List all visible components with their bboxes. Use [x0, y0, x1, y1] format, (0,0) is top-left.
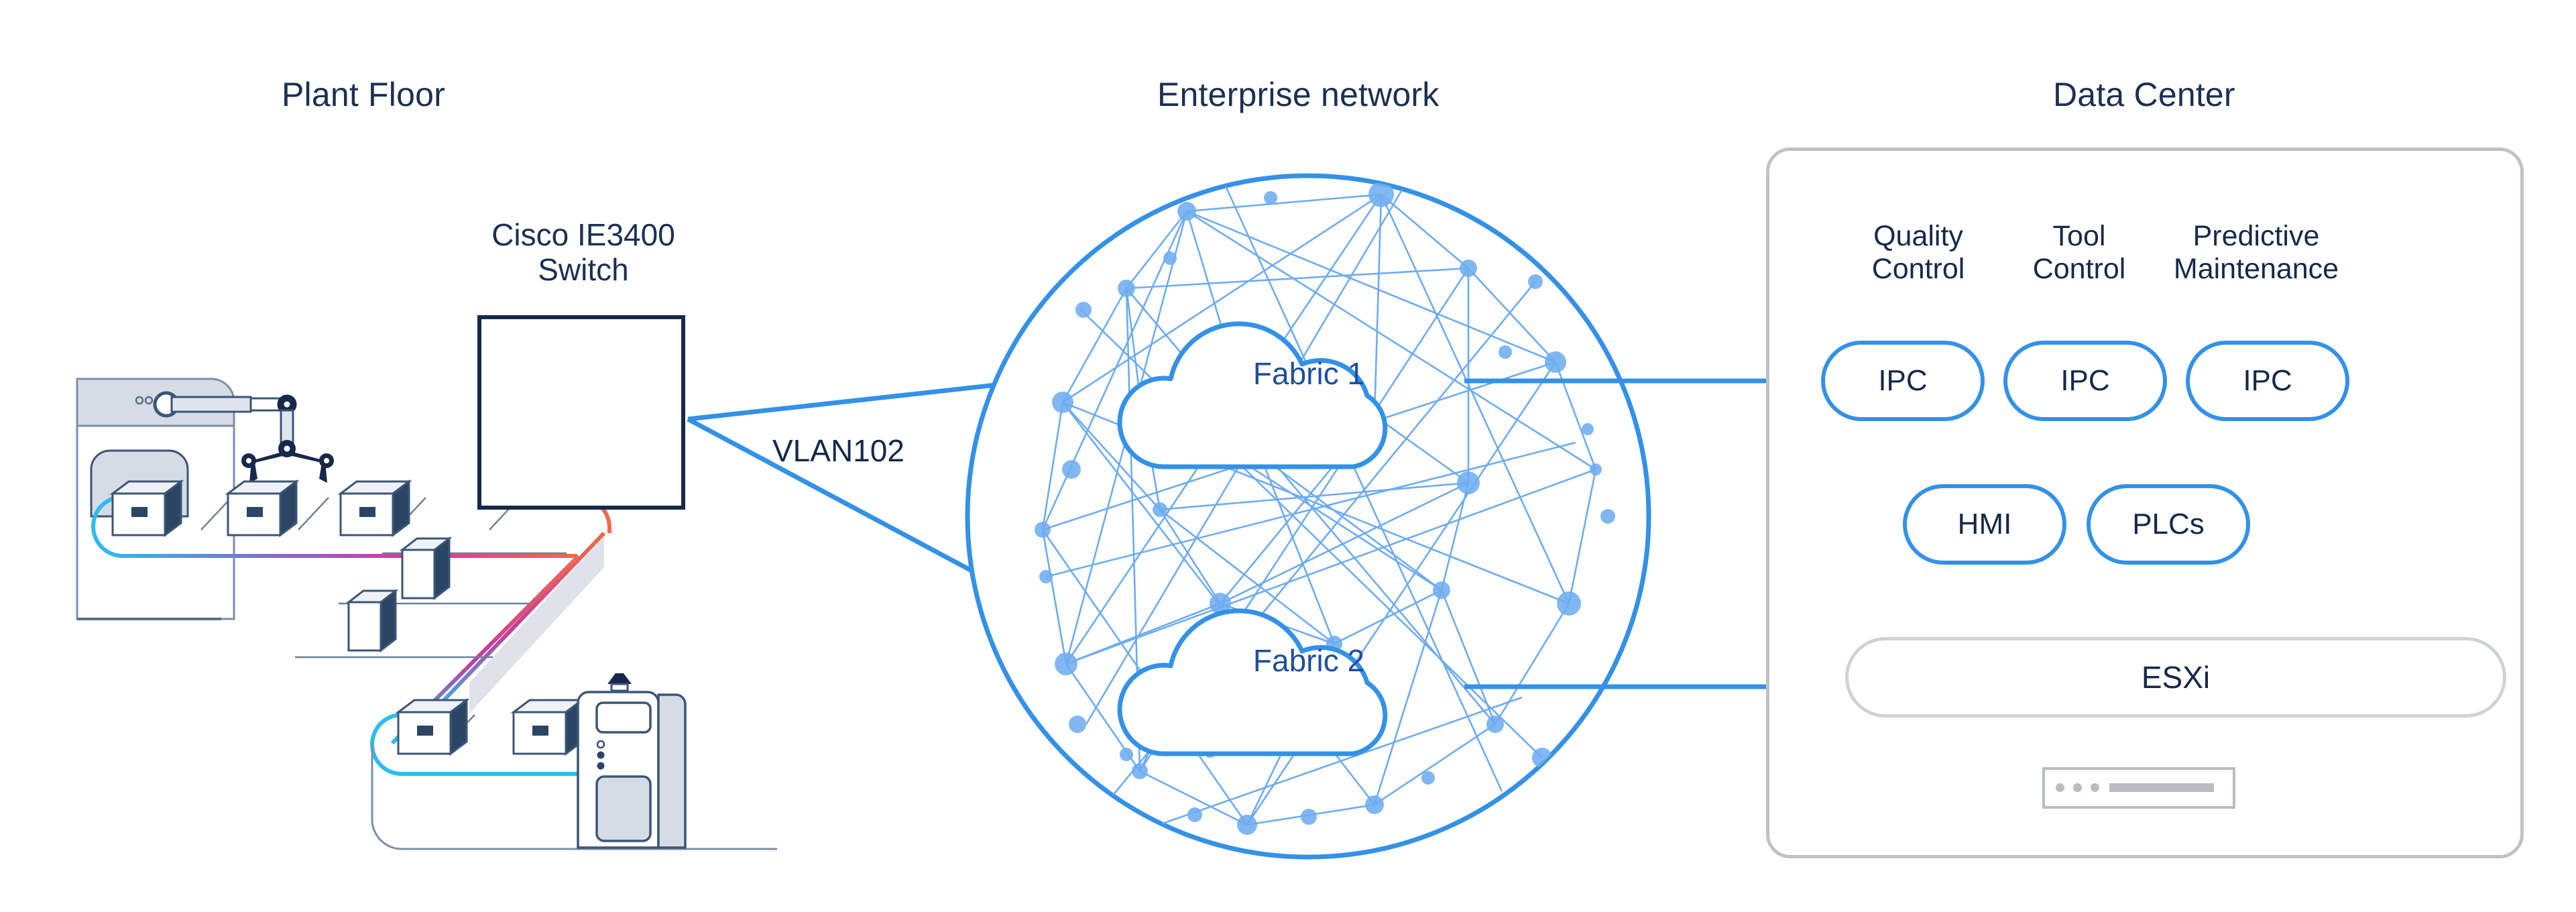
server-dot: [2091, 783, 2099, 792]
plant-floor-illustration: [76, 378, 899, 850]
zone-title-data-center: Data Center: [2053, 76, 2235, 113]
esxi-hypervisor-node[interactable]: ESXi: [1845, 637, 2506, 718]
server-dot: [2056, 783, 2064, 792]
hmi-node[interactable]: HMI: [1903, 484, 2066, 565]
conveyor-package: [395, 698, 470, 756]
fabric-2-label: Fabric 2: [1252, 643, 1365, 678]
dc-column-label-tool-control: Tool Control: [1995, 220, 2163, 286]
factory-machine-icon: [577, 673, 687, 849]
fabric-2-cloud: [1117, 608, 1388, 756]
dc-column-label-line-2: Control: [2032, 253, 2126, 286]
dc-column-label-line-1: Predictive: [2192, 220, 2320, 252]
zone-title-plant-floor: Plant Floor: [282, 76, 445, 113]
zone-title-enterprise-network: Enterprise network: [1157, 76, 1440, 113]
dc-column-label-line-1: Quality: [1873, 220, 1963, 252]
fabric-1-label: Fabric 1: [1252, 356, 1365, 391]
conveyor-package: [225, 479, 300, 537]
server-status-dots: [2056, 783, 2099, 792]
dc-column-label-line-1: Tool: [2052, 220, 2106, 252]
conveyor-package: [345, 588, 399, 653]
switch-label-line-1: Cisco IE3400: [491, 217, 675, 252]
switch-label: Cisco IE3400 Switch: [469, 217, 697, 287]
server-dot: [2073, 783, 2082, 792]
network-mesh-sphere-icon: [965, 173, 1651, 860]
conveyor-package: [399, 536, 453, 601]
conveyor-package: [337, 479, 412, 537]
dc-column-label-quality-control: Quality Control Quality Control: [1834, 220, 2002, 286]
ipc-node-tool-control[interactable]: IPC: [2003, 341, 2167, 421]
conveyor-package: [510, 698, 585, 756]
conveyor-belt: [91, 495, 899, 850]
switch-label-line-2: Switch: [538, 251, 629, 287]
dc-column-label-line-2: Maintenance: [2173, 253, 2339, 286]
robot-arm-icon: [153, 391, 334, 483]
dc-column-label-line-2: Control: [1871, 253, 1965, 286]
ipc-node-predictive-maintenance[interactable]: IPC: [2186, 341, 2349, 421]
plcs-node[interactable]: PLCs: [2087, 484, 2250, 565]
dc-column-label-predictive-maintenance: Predictive Maintenance: [2146, 220, 2367, 286]
server-bay-bar: [2109, 783, 2214, 792]
fabric-1-cloud: [1117, 321, 1388, 469]
vlan-link-label: VLAN102: [772, 433, 904, 468]
ipc-node-quality-control[interactable]: IPC: [1821, 341, 1985, 421]
cisco-ie3400-switch-node[interactable]: [477, 315, 685, 510]
conveyor-package: [109, 479, 184, 537]
